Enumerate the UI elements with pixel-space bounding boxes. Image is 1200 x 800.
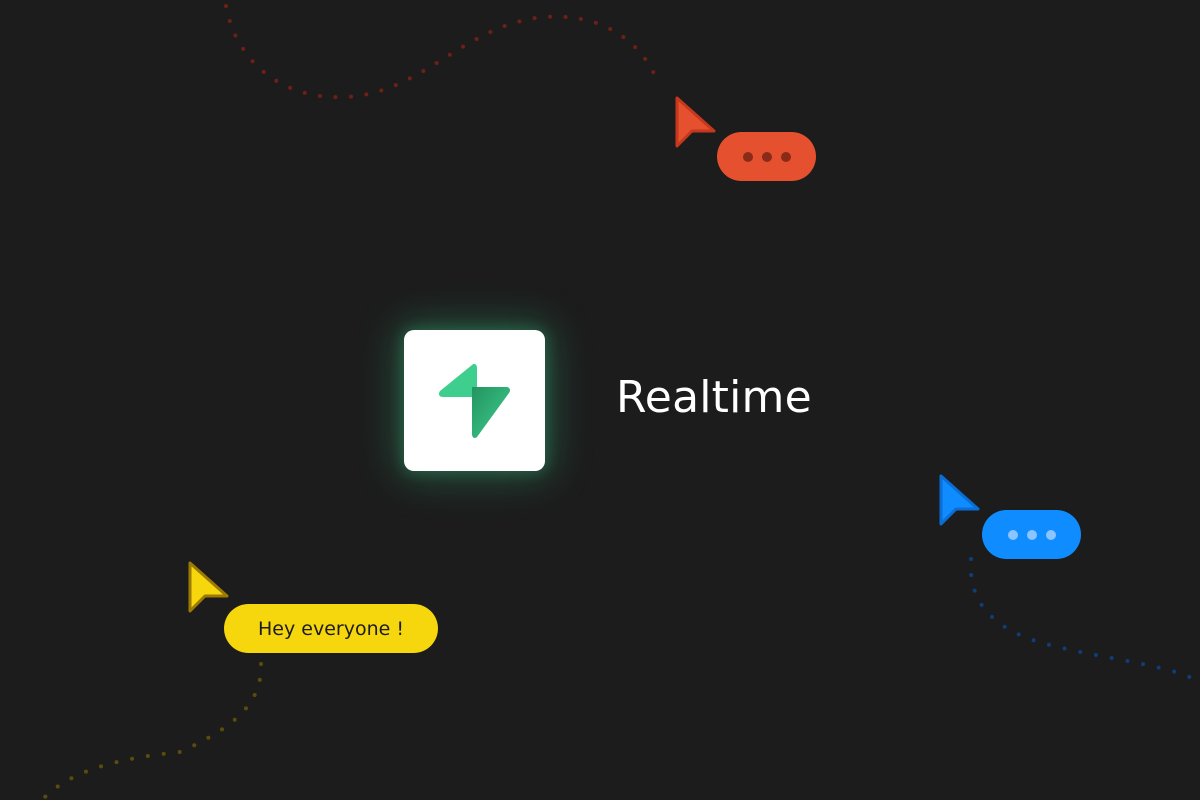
typing-dot: [1026, 529, 1037, 540]
red-cursor-trail: [224, 4, 659, 100]
yellow-cursor-icon: [188, 561, 229, 613]
typing-dot: [761, 151, 772, 162]
supabase-bolt-icon: [438, 363, 510, 438]
typing-dot: [742, 151, 753, 162]
blue-cursor-icon: [939, 474, 980, 526]
yellow-cursor-trail: [40, 662, 264, 800]
yellow-message-bubble: Hey everyone !: [224, 604, 438, 653]
blue-typing-bubble: [982, 510, 1081, 559]
typing-dot: [1007, 529, 1018, 540]
typing-dot: [780, 151, 791, 162]
typing-dot: [1045, 529, 1056, 540]
red-typing-bubble: [717, 132, 816, 181]
chat-message-text: Hey everyone !: [258, 617, 404, 640]
product-title: Realtime: [616, 372, 812, 423]
red-cursor-icon: [675, 96, 716, 148]
blue-cursor-trail: [968, 557, 1200, 684]
supabase-logo-card: [404, 330, 545, 471]
